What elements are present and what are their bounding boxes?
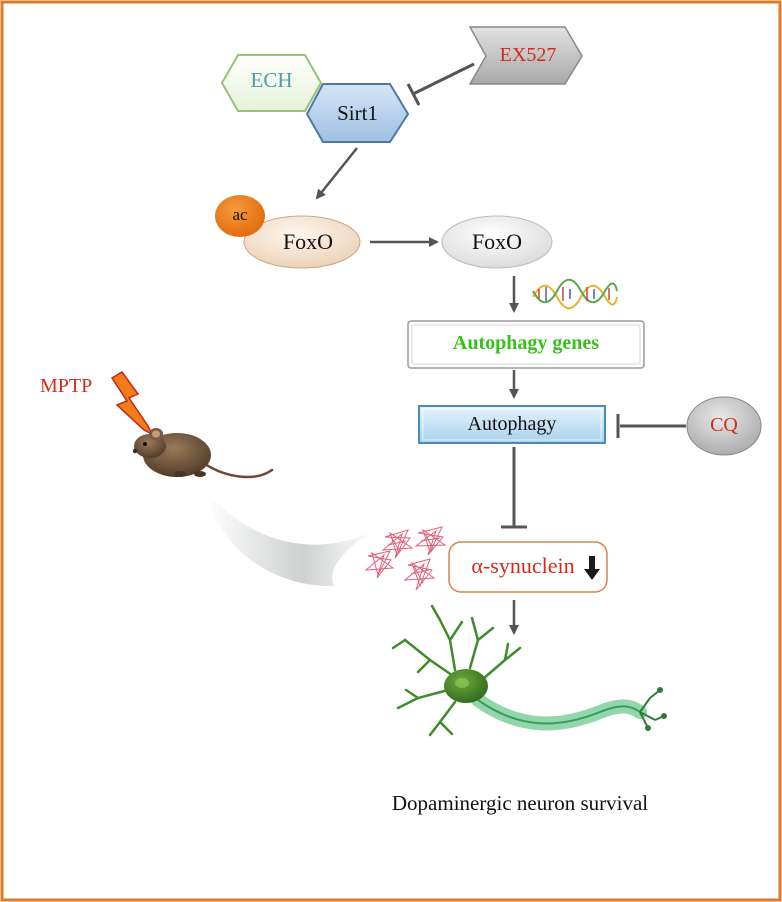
autophagy-box-inner — [422, 408, 602, 441]
ech-label: ECH — [250, 68, 293, 92]
ex527-inhibition-line — [412, 62, 475, 96]
dna-helix-icon — [532, 278, 618, 310]
mouse-effect-sweep — [206, 490, 380, 587]
ech-hexagon — [220, 54, 323, 112]
lightning-bolt-icon — [110, 371, 154, 436]
ex527-tag — [468, 26, 583, 85]
neuron-survival-label: Dopaminergic neuron survival — [391, 791, 649, 815]
ex527-label: EX527 — [499, 44, 557, 66]
mptp-label: MPTP — [40, 375, 93, 397]
ac-circle — [215, 195, 265, 237]
sirt1-to-foxo-arrow — [315, 147, 358, 200]
cq-label: CQ — [710, 414, 738, 436]
foxo-acetylated-ellipse — [243, 215, 361, 269]
autophagy-genes-inner — [411, 324, 641, 365]
protein-aggregate-icon — [364, 526, 447, 591]
alpha-synuclein-box — [448, 541, 608, 593]
cq-ellipse — [686, 396, 762, 456]
foxo-acetylated-label: FoxO — [282, 229, 334, 254]
foxo-label: FoxO — [471, 229, 523, 254]
ex527-inhibition-bar — [406, 83, 421, 106]
sirt1-label: Sirt1 — [337, 101, 378, 125]
foxo-ellipse — [441, 215, 553, 269]
autophagy-label: Autophagy — [467, 413, 557, 435]
alpha-synuclein-label: α-synuclein — [471, 553, 575, 578]
autophagy-box — [418, 405, 606, 444]
autophagy-genes-label: Autophagy genes — [452, 332, 600, 354]
mouse-icon — [132, 428, 274, 479]
ac-label: ac — [232, 205, 248, 224]
neuron-icon — [391, 604, 667, 737]
down-arrow-icon — [584, 556, 600, 580]
autophagy-genes-box — [407, 320, 645, 369]
sirt1-hexagon — [305, 83, 410, 143]
